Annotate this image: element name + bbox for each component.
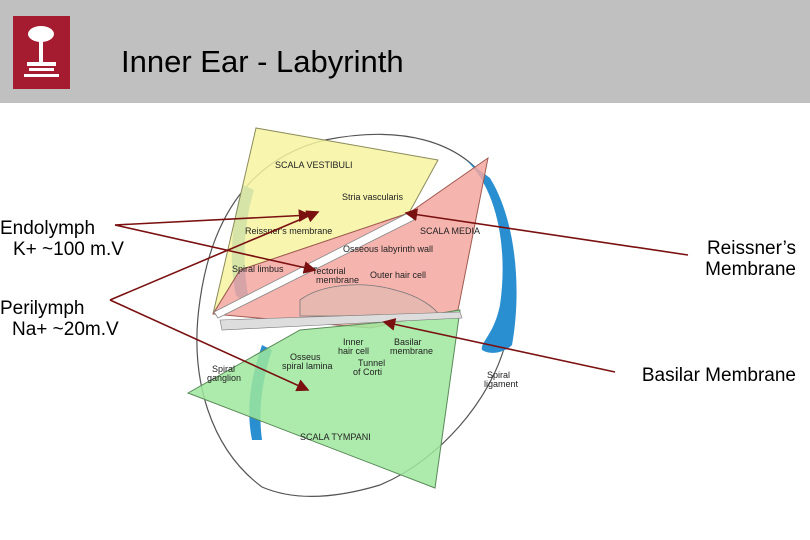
tectorial-text-1: Tectorial: [312, 266, 346, 276]
basilar-arrow: [382, 318, 616, 373]
osseous-wall-text: Osseous labyrinth wall: [343, 244, 433, 254]
endolymph-line2: K+ ~100 m.V: [13, 239, 124, 260]
reissner-line1: Reissner’s: [706, 238, 796, 259]
scala-vestibuli-text: SCALA VESTIBULI: [275, 160, 353, 170]
stria-vascularis-text: Stria vascularis: [342, 192, 404, 202]
perilymph-line2: Na+ ~20m.V: [12, 319, 119, 340]
endolymph-arrow-2: [114, 209, 312, 226]
spiral-ganglion-text-2: ganglion: [207, 373, 241, 383]
reissner-arrow: [404, 208, 689, 256]
tunnel-text-2: of Corti: [353, 367, 382, 377]
spiral-ligament-text-2: ligament: [484, 379, 519, 389]
perilymph-line1: Perilymph: [0, 298, 85, 319]
osseous-spiral-text-1: Osseus: [290, 352, 321, 362]
perilymph-arrow-2: [109, 210, 320, 301]
basilar-membrane-band: [219, 311, 463, 331]
basilar-membrane-text-2: membrane: [390, 346, 433, 356]
spiral-ganglion-text-1: Spiral: [212, 364, 235, 374]
tunnel-text-1: Tunnel: [358, 358, 385, 368]
scala-media-text: SCALA MEDIA: [420, 226, 480, 236]
basilar-label: Basilar Membrane: [642, 365, 796, 386]
reissner-line2: Membrane: [705, 259, 796, 280]
perilymph-arrow-1: [109, 299, 310, 392]
inner-hair-cell-text-2: hair cell: [338, 346, 369, 356]
title-bar: Inner Ear - Labyrinth: [0, 0, 810, 103]
spiral-ligament-text-1: Spiral: [487, 370, 510, 380]
reissners-membrane-text: Reissner's membrane: [245, 226, 332, 236]
osseous-spiral-text-2: spiral lamina: [282, 361, 333, 371]
endolymph-arrow-1: [114, 224, 317, 274]
outer-hair-cell-text: Outer hair cell: [370, 270, 426, 280]
tectorial-text-2: membrane: [316, 275, 359, 285]
university-logo: [13, 16, 70, 89]
osseous-wall-blue: [466, 160, 517, 353]
reissner-label: Reissner’s Membrane: [705, 238, 796, 280]
slide-title: Inner Ear - Labyrinth: [121, 44, 404, 79]
basilar-line1: Basilar Membrane: [641, 365, 796, 386]
spiral-limbus-text: Spiral limbus: [232, 264, 284, 274]
organ-of-corti: [299, 284, 441, 317]
basilar-membrane-text-1: Basilar: [394, 337, 422, 347]
scala-tympani-text: SCALA TYMPANI: [300, 432, 371, 442]
endolymph-label: Endolymph K+ ~100 m.V: [0, 218, 124, 260]
endolymph-line1: Endolymph: [0, 218, 96, 239]
inner-hair-cell-text-1: Inner: [343, 337, 364, 347]
perilymph-label: Perilymph Na+ ~20m.V: [0, 298, 119, 340]
